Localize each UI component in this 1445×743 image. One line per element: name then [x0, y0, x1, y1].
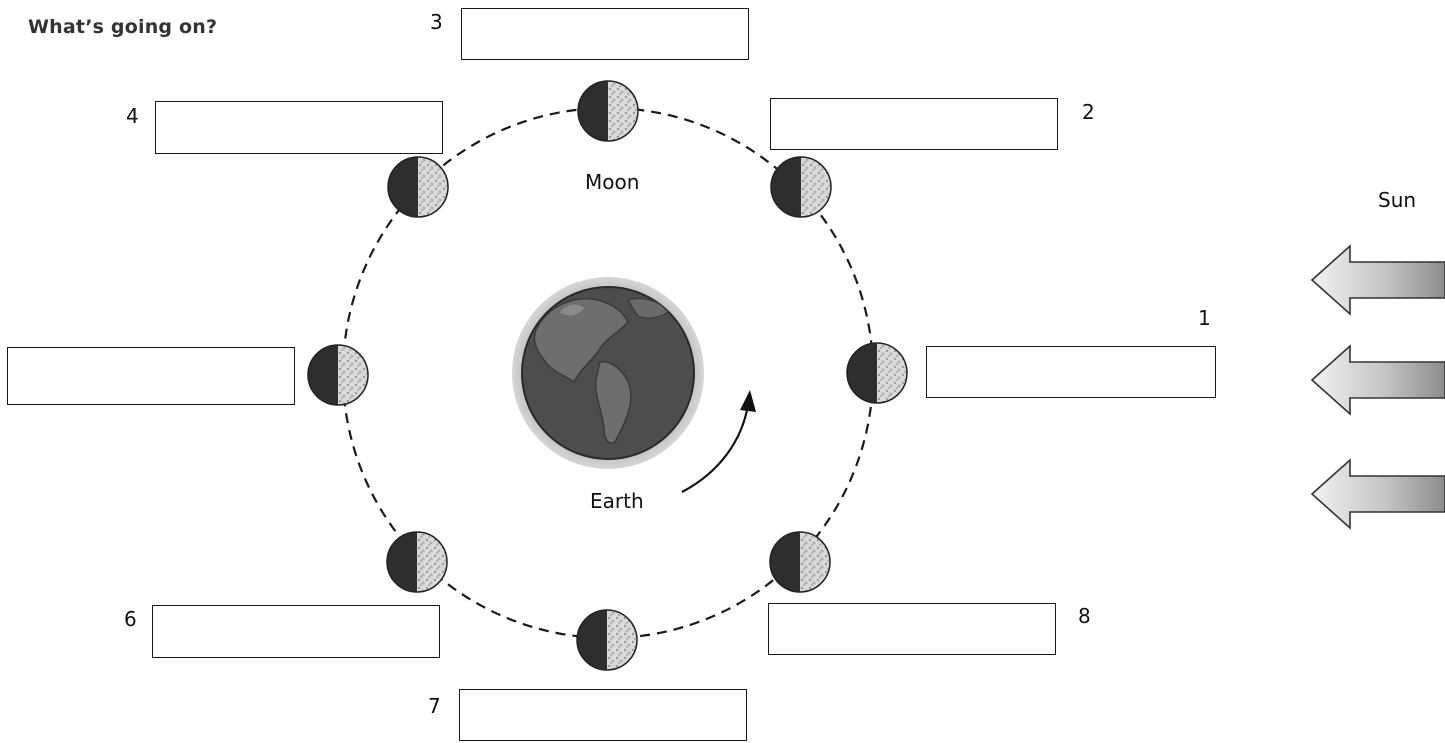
box-number-7: 7	[428, 694, 441, 718]
moon-phase-7	[576, 609, 638, 671]
moon-label: Moon	[585, 170, 640, 194]
moon-phase-4	[387, 156, 449, 218]
answer-box-8[interactable]	[768, 603, 1056, 655]
moon-phase-6	[386, 531, 448, 593]
answer-box-6[interactable]	[152, 605, 440, 658]
sun-ray-arrow-2	[1310, 344, 1445, 416]
sun-ray-arrow-3	[1310, 458, 1445, 530]
box-number-1: 1	[1198, 306, 1211, 330]
answer-box-4[interactable]	[155, 101, 443, 154]
answer-box-1[interactable]	[926, 346, 1216, 398]
moon-phase-8	[769, 531, 831, 593]
box-number-3: 3	[430, 10, 443, 34]
moon-phase-2	[770, 156, 832, 218]
earth	[512, 277, 704, 469]
box-number-8: 8	[1078, 604, 1091, 628]
earth-label: Earth	[590, 489, 644, 513]
answer-box-7[interactable]	[459, 689, 747, 741]
box-number-6: 6	[124, 607, 137, 631]
worksheet-title: What’s going on?	[28, 16, 218, 38]
answer-box-5[interactable]	[7, 347, 295, 405]
sun-ray-arrow-1	[1310, 244, 1445, 316]
answer-box-2[interactable]	[770, 98, 1058, 150]
orbit-direction-arrow	[681, 390, 756, 493]
answer-box-3[interactable]	[461, 8, 749, 60]
box-number-4: 4	[126, 104, 139, 128]
moon-phase-5	[307, 344, 369, 406]
moon-phase-3	[577, 80, 639, 142]
box-number-2: 2	[1082, 100, 1095, 124]
sun-label: Sun	[1378, 188, 1417, 212]
moon-phase-1	[846, 342, 908, 404]
